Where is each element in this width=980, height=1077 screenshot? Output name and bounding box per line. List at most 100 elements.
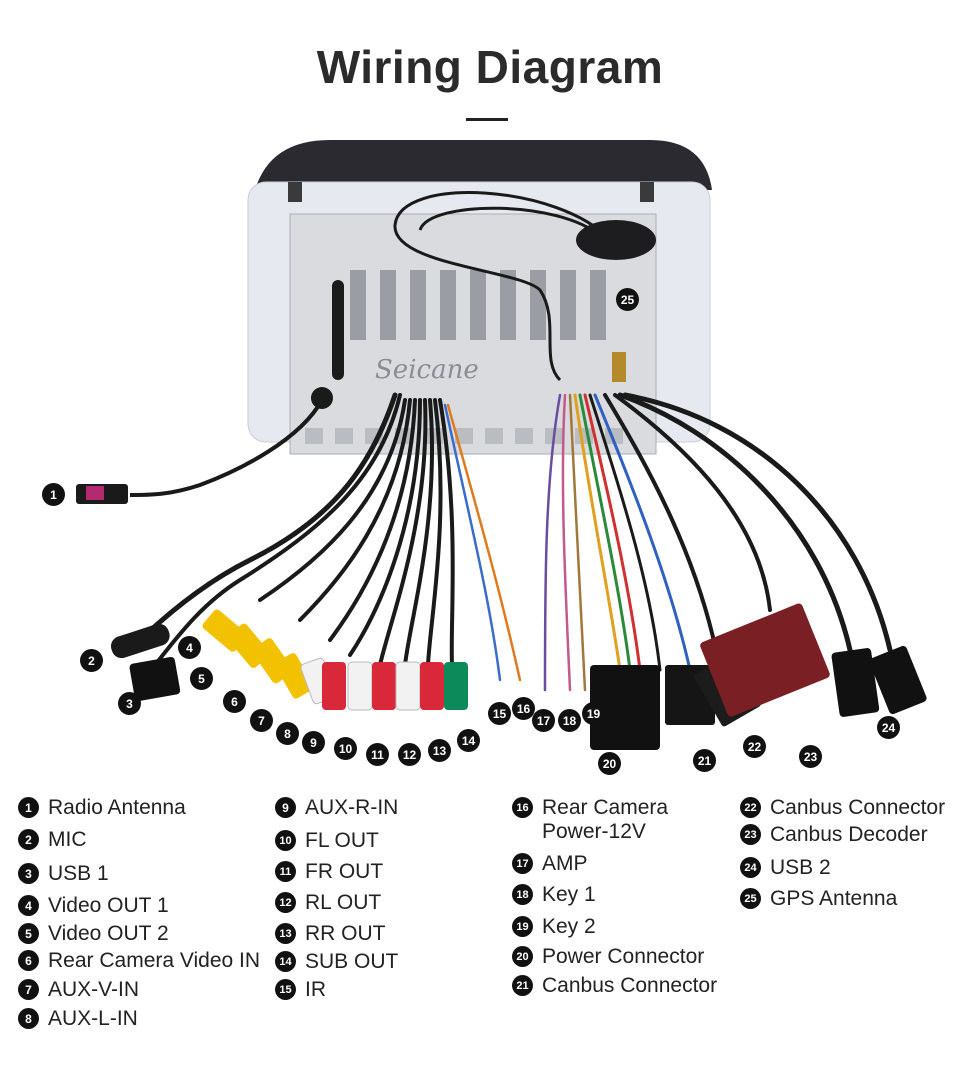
legend-label: SUB OUT	[305, 950, 399, 973]
legend-item: 2 MIC	[18, 828, 87, 852]
legend-item: 20 Power Connector	[512, 945, 704, 969]
legend-label: Rear Camera Video IN	[48, 949, 261, 972]
left-harness	[127, 392, 522, 682]
legend-item: 9 AUX-R-IN	[275, 796, 398, 820]
legend-item: 25 GPS Antenna	[740, 887, 897, 911]
callout-3: 3	[118, 692, 141, 715]
legend-label: Video OUT 2	[48, 922, 169, 945]
legend-item: 11 FR OUT	[275, 860, 383, 884]
watermark-text: Seicane	[375, 355, 479, 385]
callout-5: 5	[190, 667, 213, 690]
callout-20: 20	[598, 752, 621, 775]
title-underline	[466, 118, 508, 121]
rca-aux-v-in	[275, 653, 314, 699]
canbus-decoder-box	[700, 603, 830, 717]
legend-label: FL OUT	[305, 829, 379, 852]
legend-label: AUX-R-IN	[305, 796, 399, 819]
unit-top-shell	[255, 140, 712, 190]
gps-connector	[612, 352, 626, 382]
legend-label: Key 2	[542, 915, 596, 938]
legend-item: 5 Video OUT 2	[18, 922, 169, 946]
usb2-plug-b	[869, 645, 927, 715]
legend-label: Power Connector	[542, 945, 705, 968]
legend-label: GPS Antenna	[770, 887, 898, 910]
callout-22: 22	[743, 735, 766, 758]
rca-aux-r-in	[322, 662, 346, 710]
callout-8: 8	[276, 722, 299, 745]
rca-fr-out	[372, 662, 396, 710]
legend-label: AUX-L-IN	[48, 1007, 138, 1030]
callout-25: 25	[616, 288, 639, 311]
legend-label: IR	[305, 978, 326, 1001]
callout-2: 2	[80, 649, 103, 672]
mic-plug	[110, 623, 170, 659]
right-harness	[543, 392, 893, 692]
badge: 7	[18, 979, 39, 1000]
callout-23: 23	[799, 745, 822, 768]
legend-label: MIC	[48, 828, 87, 851]
rca-sub-out	[444, 662, 468, 710]
badge: 23	[740, 824, 761, 845]
callout-17: 17	[532, 709, 555, 732]
legend-label: Rear Camera Power-12V	[542, 796, 669, 843]
power-connector-plug	[590, 665, 660, 750]
badge: 25	[740, 888, 761, 909]
callout-18: 18	[558, 709, 581, 732]
rca-connectors	[202, 609, 468, 711]
legend-label: USB 1	[48, 862, 109, 885]
badge: 24	[740, 857, 761, 878]
badge: 5	[18, 923, 39, 944]
wifi-antenna	[332, 280, 344, 380]
badge: 12	[275, 892, 296, 913]
callout-15: 15	[488, 702, 511, 725]
legend-label: RR OUT	[305, 922, 386, 945]
callout-14: 14	[457, 729, 480, 752]
callout-13: 13	[428, 739, 451, 762]
badge: 1	[18, 797, 39, 818]
badge: 11	[275, 861, 296, 882]
callout-1: 1	[42, 483, 65, 506]
legend-label: USB 2	[770, 856, 831, 879]
callout-10: 10	[334, 737, 357, 760]
usb1-plug	[129, 656, 181, 702]
wiring-diagram-illustration: Seicane	[76, 140, 927, 750]
legend-item: 1 Radio Antenna	[18, 796, 186, 820]
badge: 16	[512, 797, 533, 818]
legend-label: Canbus Connector	[542, 974, 718, 997]
page-title: Wiring Diagram	[316, 41, 664, 93]
legend-item: 15 IR	[275, 978, 326, 1002]
badge: 15	[275, 979, 296, 1000]
badge: 9	[275, 797, 296, 818]
badge: 3	[18, 863, 39, 884]
callout-19: 19	[582, 702, 605, 725]
legend-label: FR OUT	[305, 860, 384, 883]
callout-24: 24	[877, 716, 900, 739]
gps-puck	[576, 220, 656, 260]
badge: 2	[18, 829, 39, 850]
rca-rr-out	[420, 662, 444, 710]
rca-rl-out	[395, 661, 421, 711]
callout-21: 21	[693, 749, 716, 772]
callout-6: 6	[223, 690, 246, 713]
mounting-clip-left	[288, 182, 302, 202]
legend-label: Canbus Connector	[770, 796, 946, 819]
callout-16: 16	[512, 697, 535, 720]
callout-9: 9	[302, 731, 325, 754]
legend-item: 24 USB 2	[740, 856, 831, 880]
legend-label: Video OUT 1	[48, 894, 169, 917]
badge: 17	[512, 853, 533, 874]
badge: 20	[512, 946, 533, 967]
legend-label: Radio Antenna	[48, 796, 186, 819]
legend-item: 16 Rear Camera Power-12V	[512, 796, 668, 844]
